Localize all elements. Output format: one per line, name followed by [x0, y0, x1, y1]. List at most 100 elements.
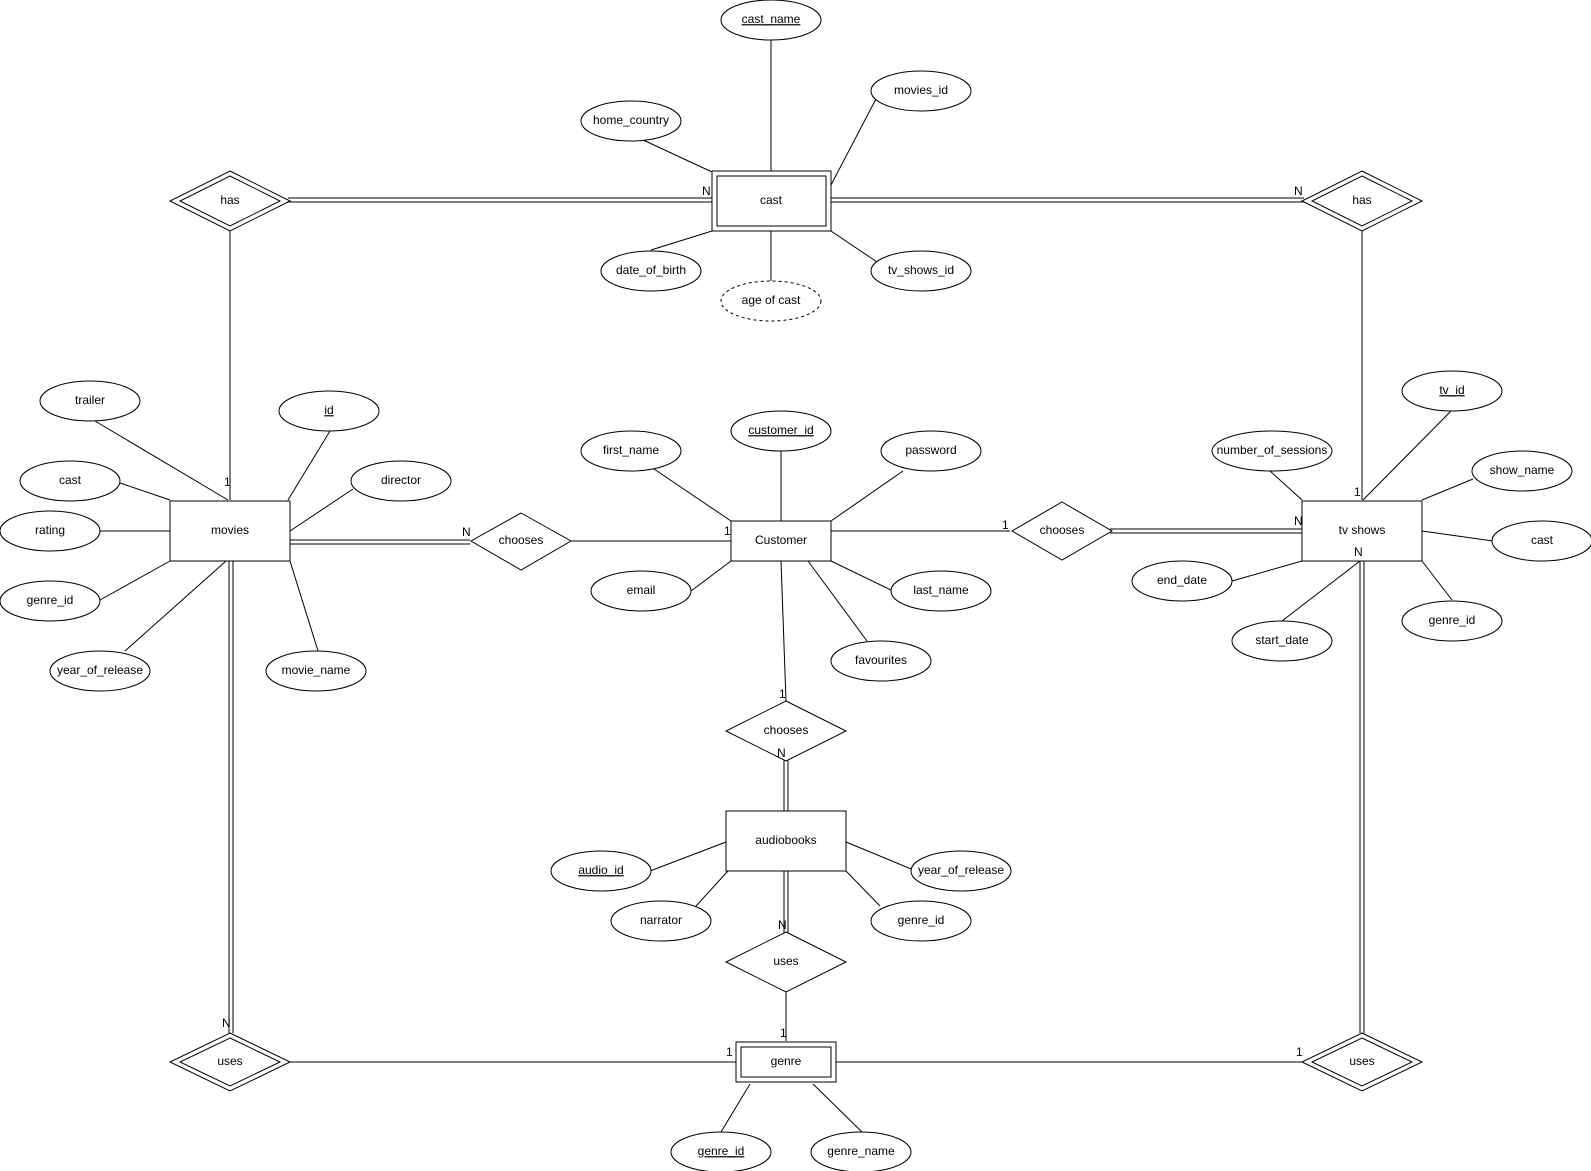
attribute-cast-name[interactable]: cast_name	[720, 0, 822, 41]
relationship-chooses-tv[interactable]: chooses	[1011, 501, 1113, 561]
link-movies-name	[289, 560, 319, 652]
link-cust-last-name	[830, 560, 894, 592]
attribute-movies-year[interactable]: year_of_release	[49, 650, 151, 692]
entity-audiobooks[interactable]: audiobooks	[725, 810, 847, 872]
entity-customer[interactable]: Customer	[730, 520, 832, 562]
attribute-narrator[interactable]: narrator	[610, 900, 712, 942]
attribute-number-of-sessions[interactable]: number_of_sessions	[1211, 430, 1333, 472]
attribute-movies-genre-id[interactable]: genre_id	[0, 580, 101, 622]
attribute-movies-name[interactable]: movie_name	[265, 650, 367, 692]
attribute-age-of-cast-label: age of cast	[742, 293, 801, 307]
attribute-last-name[interactable]: last_name	[890, 570, 992, 612]
attribute-favourites[interactable]: favourites	[830, 640, 932, 682]
attribute-movies-cast[interactable]: cast	[19, 460, 121, 502]
attribute-tv-genre-id-label: genre_id	[1429, 613, 1476, 627]
entity-genre[interactable]: genre	[735, 1041, 837, 1083]
attribute-movies-name-label: movie_name	[282, 663, 351, 677]
attribute-start-date[interactable]: start_date	[1231, 620, 1333, 662]
attribute-first-name[interactable]: first_name	[580, 430, 682, 472]
attribute-password[interactable]: password	[880, 430, 982, 472]
entity-tvshows[interactable]: tv shows	[1301, 500, 1423, 562]
link-movies-year	[124, 560, 227, 652]
attribute-cast-movies-id-label: movies_id	[894, 83, 948, 97]
link-tv-end-date	[1231, 560, 1303, 582]
link-tv-id	[1362, 409, 1453, 501]
relationship-uses-audio[interactable]: uses	[724, 931, 848, 993]
link-movies-trailer	[94, 420, 229, 501]
entity-movies-label: movies	[211, 523, 249, 537]
link-tv-sessions	[1269, 470, 1303, 501]
attribute-start-date-label: start_date	[1255, 633, 1309, 647]
link-cast-dob	[650, 230, 713, 251]
attribute-home-country-label: home_country	[593, 113, 669, 127]
attribute-customer-id[interactable]: customer_id	[730, 410, 832, 452]
relationship-uses-tv[interactable]: uses	[1300, 1032, 1424, 1092]
card-audio-uses: N	[778, 918, 787, 932]
attribute-home-country[interactable]: home_country	[580, 100, 682, 142]
attribute-movies-trailer-label: trailer	[75, 393, 105, 407]
attribute-age-of-cast[interactable]: age of cast	[720, 280, 822, 322]
link-movies-genre-id	[99, 560, 171, 601]
relationship-chooses-movies[interactable]: chooses	[469, 512, 573, 571]
relationship-chooses-movies-label: chooses	[499, 533, 544, 547]
attribute-tv-cast[interactable]: cast	[1491, 520, 1591, 562]
attribute-audio-id-label: audio_id	[578, 863, 623, 877]
relationship-chooses-audio[interactable]: chooses	[724, 700, 848, 762]
attribute-cast-movies-id[interactable]: movies_id	[870, 70, 972, 112]
attribute-movies-id[interactable]: id	[278, 390, 380, 432]
entity-cast[interactable]: cast	[711, 170, 832, 232]
relationship-has-tv[interactable]: has	[1300, 170, 1424, 232]
attribute-audio-id[interactable]: audio_id	[550, 850, 652, 892]
attribute-first-name-label: first_name	[603, 443, 659, 457]
link-audio-year	[845, 841, 917, 872]
card-customer-chooses-audio: 1	[779, 687, 786, 701]
relationship-uses-audio-label: uses	[773, 954, 798, 968]
link-cast-movies-id	[830, 96, 878, 186]
card-genre-uses-movies: 1	[726, 1045, 733, 1059]
link-cust-password	[830, 470, 904, 522]
attribute-narrator-label: narrator	[640, 913, 682, 927]
card-movies-uses: N	[222, 1016, 231, 1030]
attribute-movies-rating-label: rating	[35, 523, 65, 537]
attribute-date-of-birth[interactable]: date_of_birth	[600, 250, 702, 292]
link-movies-id	[287, 430, 331, 501]
attribute-tv-id[interactable]: tv_id	[1401, 370, 1503, 412]
attribute-audio-year[interactable]: year_of_release	[910, 850, 1012, 892]
link-audio-genre-id	[845, 870, 881, 907]
link-cast-home-country	[640, 138, 713, 173]
relationship-has-tv-label: has	[1352, 193, 1371, 207]
link-movies-cast	[119, 482, 171, 501]
attribute-movies-rating[interactable]: rating	[0, 510, 101, 552]
card-movies-chooses: N	[462, 525, 471, 539]
attribute-genre-name[interactable]: genre_name	[810, 1131, 912, 1171]
attribute-password-label: password	[905, 443, 956, 457]
attribute-show-name[interactable]: show_name	[1471, 450, 1573, 492]
attribute-movies-trailer[interactable]: trailer	[39, 380, 141, 422]
attribute-cast-name-label: cast_name	[742, 12, 801, 26]
link-cust-email	[690, 560, 732, 592]
attribute-movies-director-label: director	[381, 473, 421, 487]
link-cust-favourites	[807, 560, 868, 642]
card-tv-chooses: N	[1294, 514, 1303, 528]
entity-tvshows-label: tv shows	[1339, 523, 1386, 537]
attribute-end-date[interactable]: end_date	[1131, 560, 1233, 602]
entity-audiobooks-label: audiobooks	[755, 833, 816, 847]
relationship-has-movies-label: has	[220, 193, 239, 207]
attribute-movies-director[interactable]: director	[350, 460, 452, 502]
relationship-uses-movies[interactable]: uses	[168, 1032, 292, 1092]
relationship-has-movies[interactable]: has	[168, 170, 292, 232]
entity-movies[interactable]: movies	[169, 500, 291, 562]
attribute-email[interactable]: email	[590, 570, 692, 612]
attribute-movies-year-label: year_of_release	[57, 663, 143, 677]
attribute-favourites-label: favourites	[855, 653, 907, 667]
relationship-chooses-tv-label: chooses	[1040, 523, 1085, 537]
attribute-cast-tv-shows-id[interactable]: tv_shows_id	[870, 250, 972, 292]
entity-cast-label: cast	[760, 193, 783, 207]
card-genre-uses-audio: 1	[780, 1026, 787, 1040]
link-cast-tv-id	[830, 230, 878, 263]
attribute-tv-genre-id[interactable]: genre_id	[1401, 600, 1503, 642]
card-movies-has: 1	[224, 475, 231, 489]
attribute-genre-id[interactable]: genre_id	[670, 1131, 772, 1171]
attribute-audio-genre-id[interactable]: genre_id	[870, 900, 972, 942]
